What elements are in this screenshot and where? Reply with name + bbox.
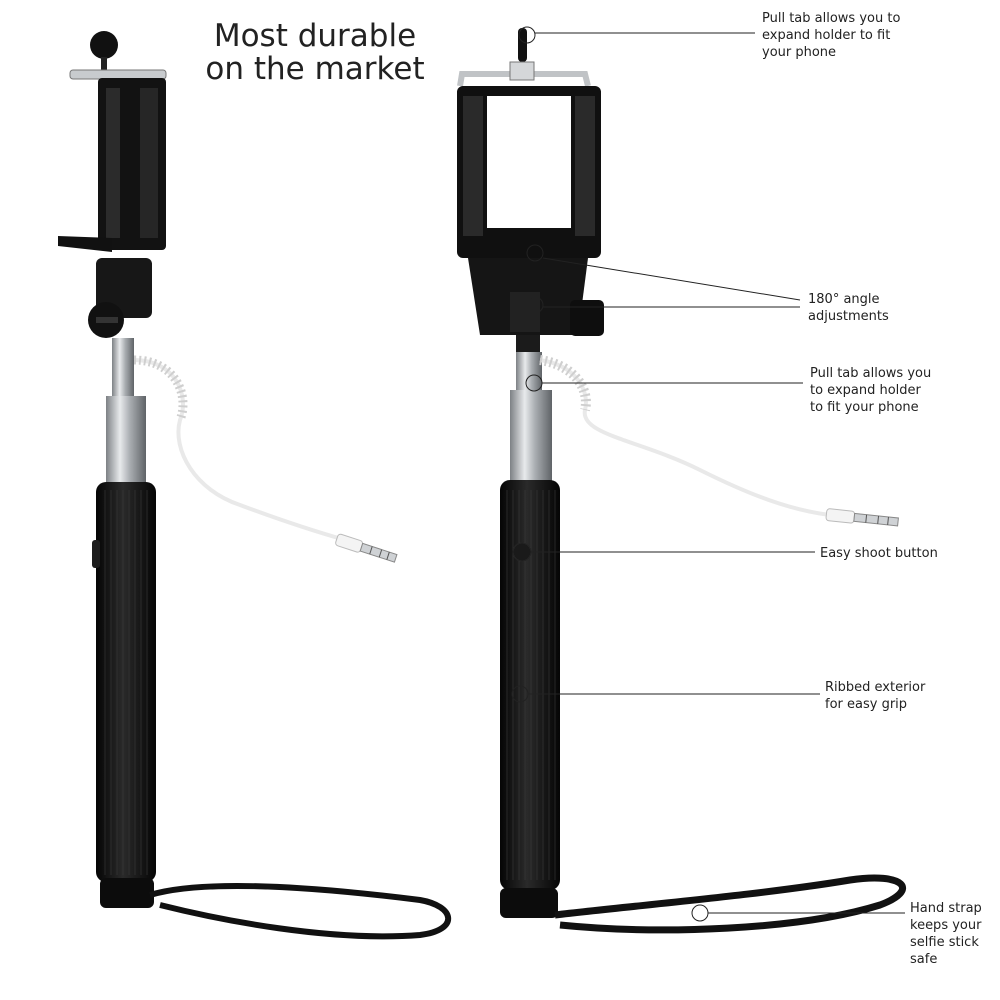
headline: Most durable on the market bbox=[200, 20, 430, 86]
callout-ribbed-line-1: Ribbed exterior bbox=[825, 680, 926, 695]
callout-angle-line-2: adjustments bbox=[808, 309, 889, 324]
callout-angle-line-1: 180° angle bbox=[808, 292, 880, 307]
callout-pull-tab-top-line-3: your phone bbox=[762, 45, 837, 60]
left-cable bbox=[133, 358, 346, 542]
callout-pull-tab-mid-line-3: to fit your phone bbox=[810, 400, 919, 415]
marker-hand-strap bbox=[691, 904, 709, 922]
right-hand-strap bbox=[554, 874, 906, 934]
marker-angle-lower bbox=[526, 296, 544, 314]
headline-line-1: Most durable bbox=[213, 18, 417, 54]
callout-pull-tab-top-line-1: Pull tab allows you to bbox=[762, 11, 901, 26]
callout-hand-strap-line-2: keeps your bbox=[910, 918, 982, 933]
callout-hand-strap-line-3: selfie stick bbox=[910, 935, 979, 950]
callout-leaders bbox=[511, 26, 905, 922]
callout-shoot-button-line-1: Easy shoot button bbox=[820, 546, 938, 561]
callout-pull-tab-top: Pull tab allows you to expand holder to … bbox=[762, 10, 900, 61]
callout-pull-tab-top-line-2: expand holder to fit bbox=[762, 28, 891, 43]
left-hand-strap bbox=[149, 882, 452, 940]
left-top-knob bbox=[90, 31, 118, 59]
callout-hand-strap-line-1: Hand strap bbox=[910, 901, 982, 916]
right-cable bbox=[539, 358, 831, 517]
marker-pull-tab-top bbox=[518, 26, 536, 44]
right-audio-jack bbox=[825, 508, 899, 527]
callout-angle: 180° angle adjustments bbox=[808, 291, 889, 325]
right-pull-tab bbox=[518, 28, 527, 62]
headline-line-2: on the market bbox=[205, 51, 425, 87]
right-selfie-stick bbox=[457, 28, 906, 934]
callout-hand-strap-line-4: safe bbox=[910, 952, 938, 967]
marker-angle-upper bbox=[526, 244, 544, 262]
callout-ribbed-line-2: for easy grip bbox=[825, 697, 908, 712]
left-audio-jack bbox=[335, 533, 398, 563]
callout-ribbed: Ribbed exterior for easy grip bbox=[825, 679, 925, 713]
right-angle-knob bbox=[570, 300, 604, 336]
callout-pull-tab-mid: Pull tab allows you to expand holder to … bbox=[810, 365, 931, 416]
callout-pull-tab-mid-line-2: to expand holder bbox=[810, 383, 921, 398]
callout-shoot-button: Easy shoot button bbox=[820, 545, 938, 562]
callout-hand-strap: Hand strap keeps your selfie stick safe bbox=[910, 900, 982, 968]
callout-pull-tab-mid-line-1: Pull tab allows you bbox=[810, 366, 932, 381]
left-chrome-bar bbox=[69, 69, 167, 80]
left-selfie-stick bbox=[58, 31, 452, 940]
